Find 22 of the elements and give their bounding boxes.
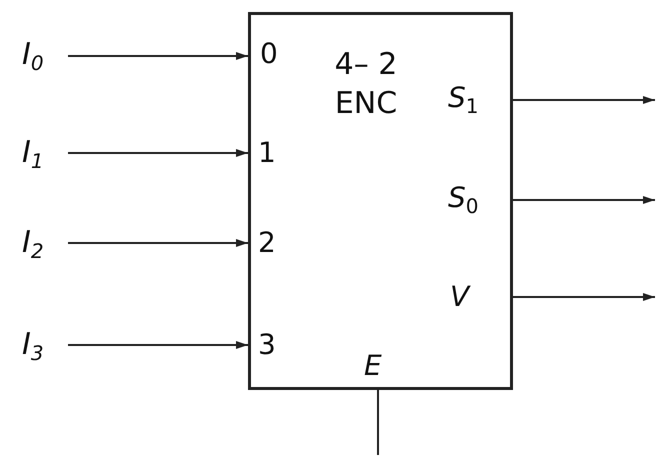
arrow xyxy=(68,239,248,247)
pin-label: 3 xyxy=(258,331,276,359)
input-label: I$_{2}$ xyxy=(22,228,44,261)
pin-label: E xyxy=(364,352,382,380)
arrow xyxy=(513,293,655,301)
pin-label: 1 xyxy=(258,139,276,167)
pin-label: V xyxy=(450,283,470,311)
input-label: I$_{1}$ xyxy=(22,138,44,171)
signal-line xyxy=(377,390,379,455)
pin-label: 0 xyxy=(260,40,278,68)
encoder-block xyxy=(248,12,513,390)
arrow xyxy=(68,52,248,60)
arrow xyxy=(513,196,655,204)
input-label: I$_{3}$ xyxy=(22,330,44,363)
pin-label: 2 xyxy=(258,229,276,257)
pin-label: S$_{0}$ xyxy=(448,184,479,216)
arrow xyxy=(68,149,248,157)
arrow xyxy=(513,96,655,104)
pin-label: S$_{1}$ xyxy=(448,84,479,116)
input-label: I$_{0}$ xyxy=(22,40,44,73)
block-title: 4– 2 ENC xyxy=(334,46,398,123)
arrow xyxy=(68,341,248,349)
